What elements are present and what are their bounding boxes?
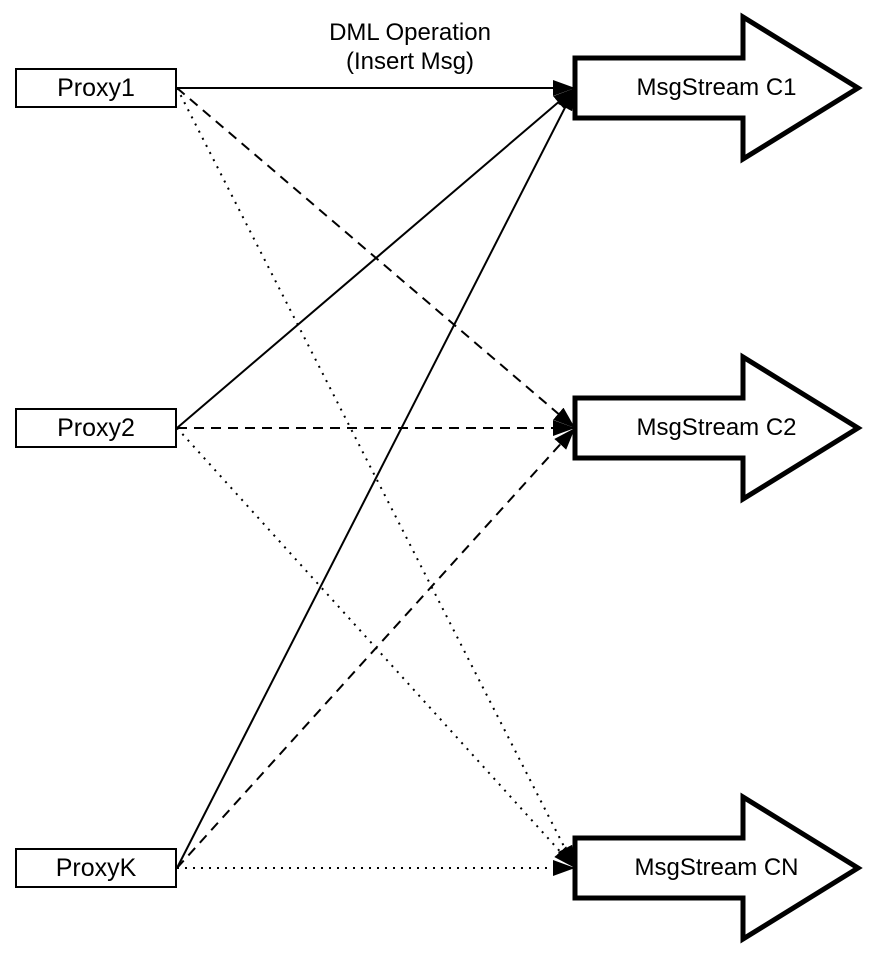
msgstream-block-arrow: [572, 792, 863, 944]
proxyk-node: ProxyK: [15, 848, 177, 888]
edge-dotted-line: [176, 87, 576, 869]
proxy2-node: Proxy2: [15, 408, 177, 448]
proxy1-node: Proxy1: [15, 68, 177, 108]
edge-label-line1: DML Operation: [329, 19, 491, 46]
edge-solid-line: [176, 87, 576, 869]
edge-dashed-line: [176, 427, 576, 869]
edge-label-line2: (Insert Msg): [345, 48, 474, 75]
edge-solid-line: [176, 87, 576, 429]
msgstream-block-arrow: [572, 352, 863, 504]
edge-label-dml-operation: DML Operation (Insert Msg): [250, 18, 570, 76]
msgstream-block-arrow: [572, 12, 863, 164]
